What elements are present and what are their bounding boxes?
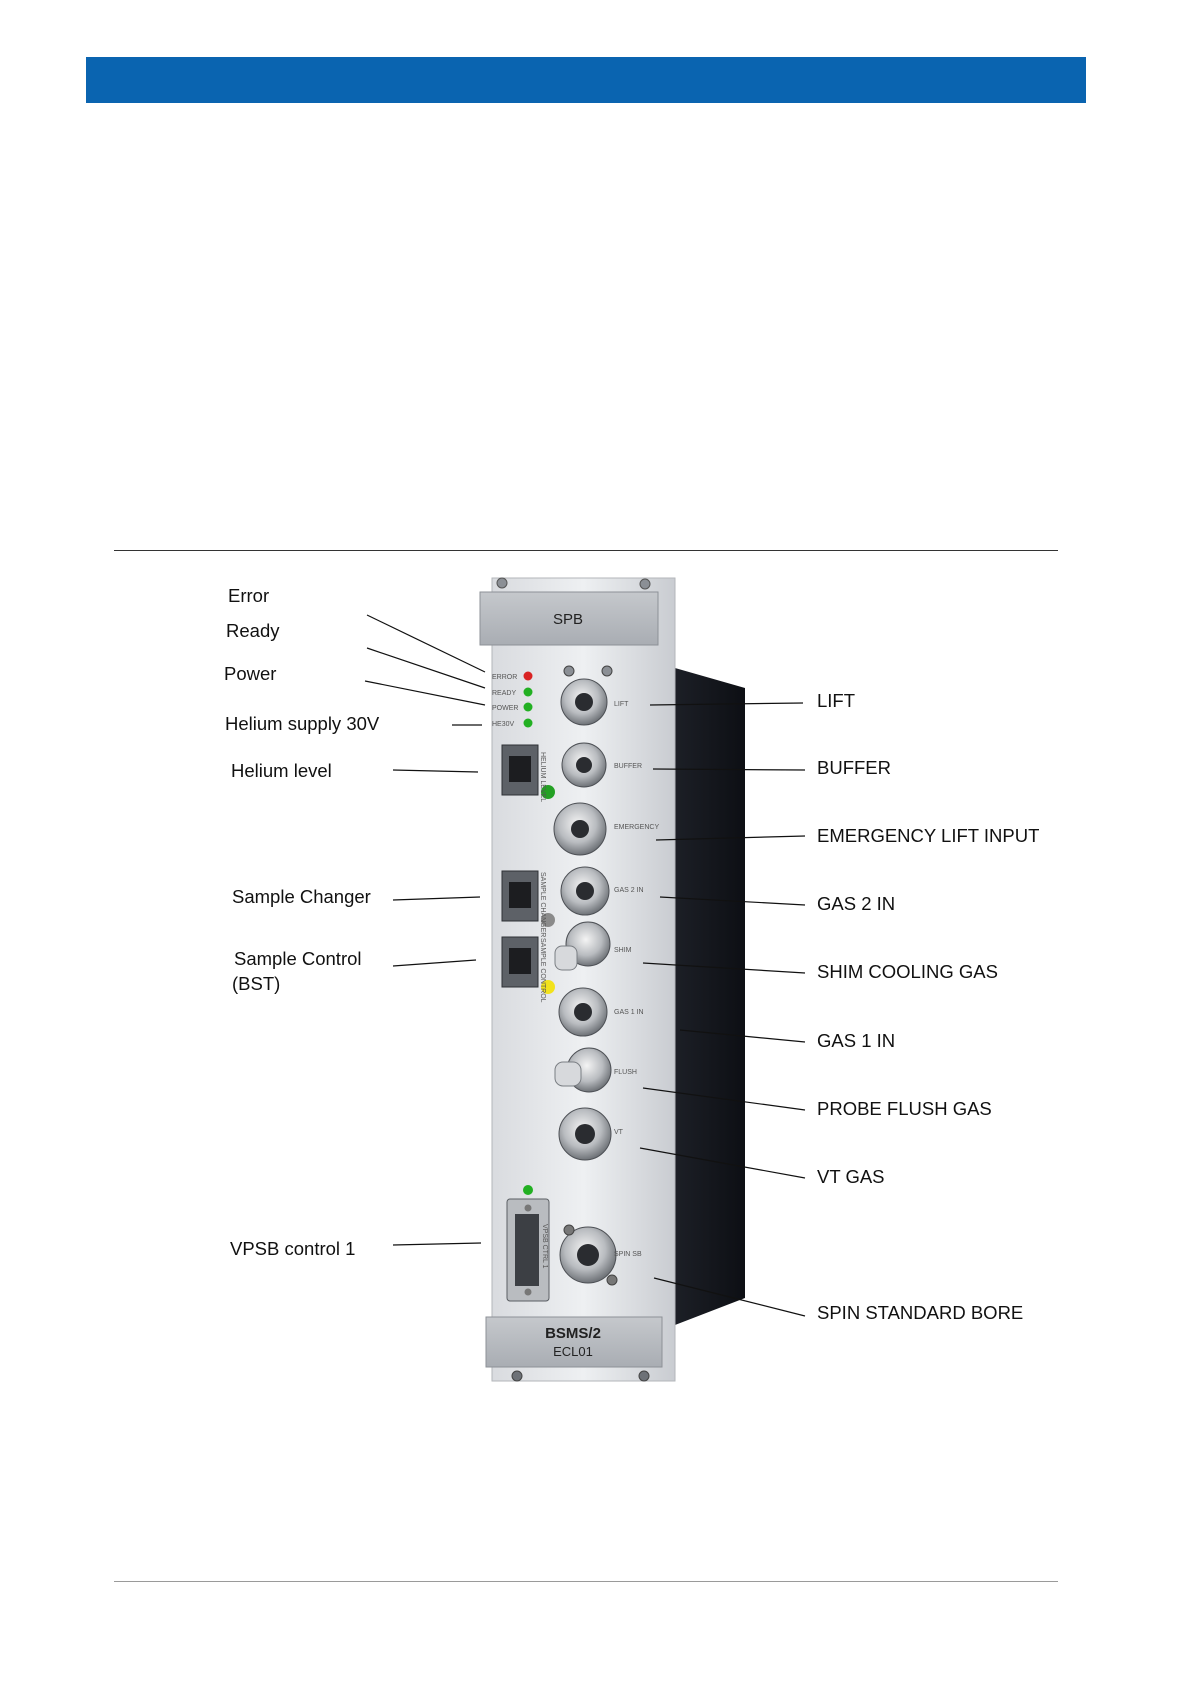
helium-level-led — [541, 785, 555, 799]
shim-port — [554, 921, 611, 971]
callout-vpsb-control: VPSB control 1 — [230, 1238, 356, 1259]
spin-sb-port — [559, 1224, 618, 1286]
led-label-he30v: HE30V — [492, 721, 515, 728]
vt-port — [558, 1107, 612, 1161]
socket-label-sample-changer: SAMPLE CHANGER — [539, 872, 546, 937]
emergency-port — [553, 802, 607, 856]
footer-rule — [114, 1581, 1058, 1582]
buffer-port — [561, 742, 607, 788]
panel-top-label: SPB — [553, 611, 583, 628]
callout-probe-flush: PROBE FLUSH GAS — [817, 1098, 992, 1119]
led-label-power: POWER — [492, 705, 518, 712]
callout-buffer: BUFFER — [817, 757, 891, 778]
error-led — [523, 671, 533, 681]
port-label-gas2: GAS 2 IN — [614, 887, 644, 894]
module-side — [675, 668, 745, 1325]
sample-control-led — [541, 980, 555, 994]
led-label-error: ERROR — [492, 674, 517, 681]
he30v-led — [523, 718, 533, 728]
callout-error: Error — [228, 585, 270, 606]
right-leader-lines — [639, 702, 806, 1317]
left-leader-lines — [364, 614, 486, 1246]
vpsb-led — [523, 1185, 533, 1195]
panel-bottom-label-2: ECL01 — [553, 1344, 593, 1359]
lift-port — [560, 665, 613, 726]
panel-bottom-label-1: BSMS/2 — [545, 1325, 601, 1342]
power-led — [523, 702, 533, 712]
port-label-gas1: GAS 1 IN — [614, 1009, 644, 1016]
socket-label-sample-control: SAMPLE CONTROL — [539, 938, 546, 1003]
callout-ready: Ready — [226, 620, 280, 641]
callout-helium-level: Helium level — [231, 760, 332, 781]
led-label-ready: READY — [492, 690, 516, 697]
callout-spin-standard-bore: SPIN STANDARD BORE — [817, 1302, 1024, 1323]
ready-led — [523, 687, 533, 697]
port-label-emergency: EMERGENCY — [614, 824, 659, 831]
sample-changer-led — [541, 913, 555, 927]
socket-label-vpsb: VPSB CTRL 1 — [541, 1224, 548, 1269]
flush-port — [554, 1047, 612, 1093]
callout-gas2: GAS 2 IN — [817, 893, 896, 914]
gas2-port — [560, 866, 610, 916]
port-label-spin-sb: SPIN SB — [614, 1251, 642, 1258]
port-label-buffer: BUFFER — [614, 763, 642, 770]
callout-sample-changer: Sample Changer — [232, 886, 371, 907]
callout-shim-cooling: SHIM COOLING GAS — [817, 961, 998, 982]
port-label-vt: VT — [614, 1129, 624, 1136]
socket-label-helium-level: HELIUM LEVEL — [539, 752, 546, 802]
figure-top-rule — [114, 550, 1058, 551]
port-label-shim: SHIM — [614, 947, 632, 954]
callout-gas1: GAS 1 IN — [817, 1030, 896, 1051]
bottom-label-plate — [485, 1316, 663, 1368]
gas1-port — [558, 987, 608, 1037]
callout-bst: (BST) — [232, 973, 281, 994]
port-label-lift: LIFT — [614, 701, 629, 708]
callout-helium-supply: Helium supply 30V — [225, 713, 380, 734]
callout-emergency-lift: EMERGENCY LIFT INPUT — [817, 825, 1040, 846]
callout-sample-control: Sample Control — [234, 948, 362, 969]
callout-vt-gas: VT GAS — [817, 1166, 885, 1187]
header-bar — [86, 57, 1086, 103]
top-label-plate — [479, 591, 659, 646]
port-label-flush: FLUSH — [614, 1069, 637, 1076]
callout-lift: LIFT — [817, 690, 856, 711]
callout-power: Power — [224, 663, 277, 684]
